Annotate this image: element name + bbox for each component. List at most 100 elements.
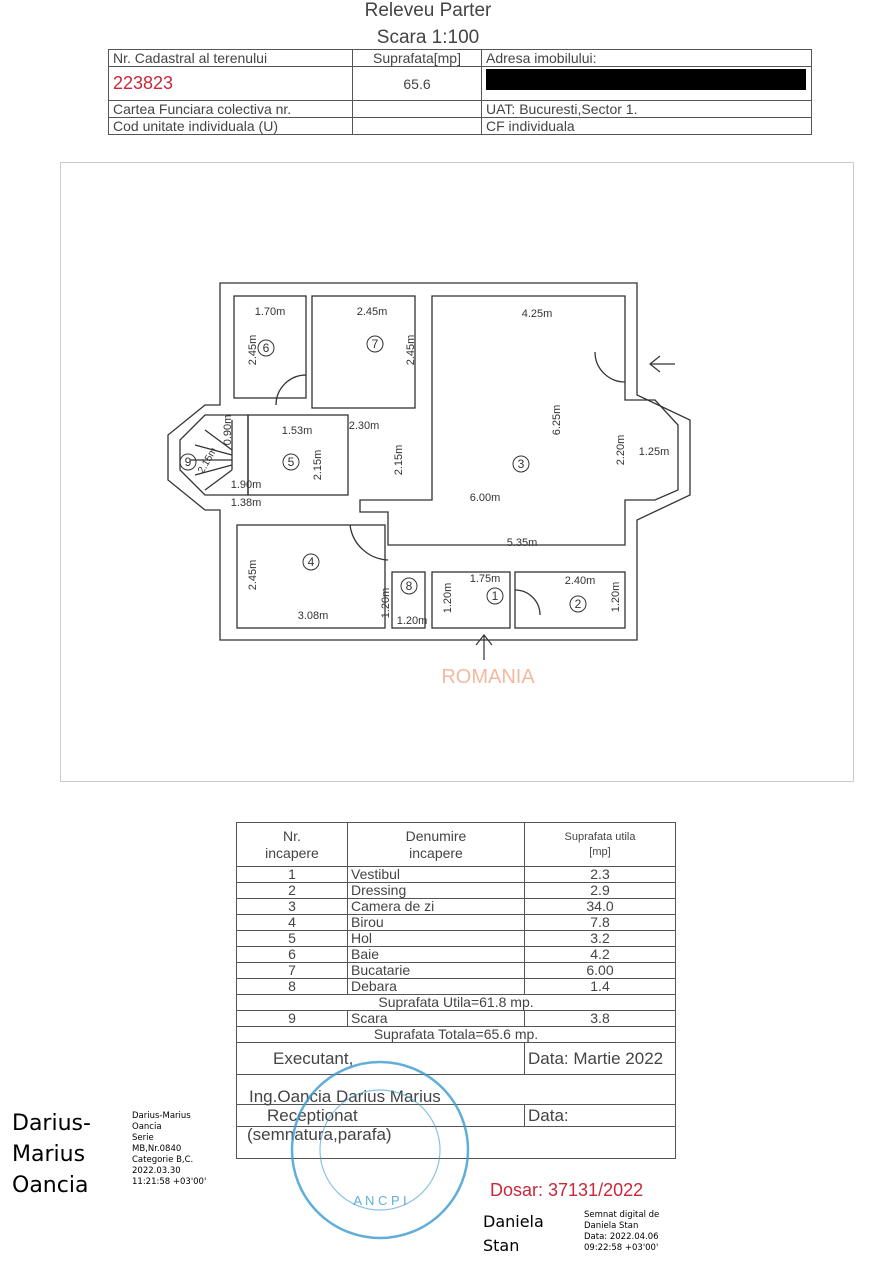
room-3-wall — [359, 295, 679, 546]
header-area: Suprafata utila — [564, 830, 636, 843]
sig2-detail: Semnat digital de — [584, 1210, 660, 1220]
door-arc — [594, 351, 626, 383]
signature-2-details: Semnat digital de Daniela Stan Data: 202… — [584, 1210, 659, 1254]
room-number: 2 — [575, 597, 582, 611]
room-nr: 2 — [236, 882, 348, 899]
room-7-wall — [311, 295, 416, 409]
outer-wall — [167, 282, 691, 641]
table-row: 9 Scara 3.8 — [236, 1010, 676, 1027]
sig1-detail: MB,Nr.0840 — [132, 1144, 182, 1154]
room-name: Baie — [347, 946, 525, 963]
svg-text:A N C P I: A N C P I — [353, 1193, 406, 1208]
room-area: 6.00 — [524, 962, 676, 979]
cf-colectiva-label: Cartea Funciara colectiva nr. — [108, 100, 353, 118]
cod-label: Cod unitate individuala (U) — [108, 117, 353, 135]
dim-label: 1.20m — [442, 583, 454, 614]
dim-label: 2.45m — [405, 335, 417, 366]
room-number: 6 — [263, 341, 270, 355]
room-area: 2.9 — [524, 882, 676, 899]
dim-label: 2.20m — [615, 435, 627, 466]
room-name: Hol — [347, 930, 525, 947]
dim-label: 1.38m — [231, 497, 262, 509]
total: Suprafata Totala=65.6 mp. — [236, 1026, 676, 1043]
dim-label: 1.53m — [282, 425, 313, 437]
signature-2-name: Daniela Stan — [483, 1210, 544, 1258]
room-4-wall — [236, 524, 386, 629]
dim-label: 6.25m — [551, 405, 563, 436]
room-area: 3.2 — [524, 930, 676, 947]
dim-label: 1.75m — [470, 573, 501, 585]
sig2-detail: Data: 2022.04.06 — [584, 1232, 659, 1242]
room-area: 34.0 — [524, 898, 676, 915]
dim-label: 1.20m — [397, 615, 428, 627]
dim-label: 2.15m — [196, 446, 219, 476]
cf-individuala: CF individuala — [481, 117, 812, 135]
redacted-address — [486, 69, 806, 90]
sig1-detail: Oancia — [132, 1122, 162, 1132]
header-nr: Nr. — [283, 827, 301, 844]
dim-label: 2.30m — [349, 420, 380, 432]
dim-label: 1.90m — [231, 479, 262, 491]
sig1-detail: Categorie B,C. — [132, 1155, 194, 1165]
signature-1-details: Darius-Marius Oancia Serie MB,Nr.0840 Ca… — [132, 1111, 206, 1188]
room-6-wall — [233, 295, 307, 399]
room-nr: 8 — [236, 978, 348, 995]
room-area: 4.2 — [524, 946, 676, 963]
room-number: 1 — [492, 589, 499, 603]
uat: UAT: Bucuresti,Sector 1. — [481, 100, 812, 118]
room-number: 4 — [308, 555, 315, 569]
room-8-wall — [391, 571, 426, 629]
room-number: 8 — [406, 579, 413, 593]
dim-label: 1.25m — [639, 446, 670, 458]
dim-label: 2.40m — [565, 575, 596, 587]
sig2-detail: 09:22:58 +03'00' — [584, 1243, 659, 1253]
room-name: Bucatarie — [347, 962, 525, 979]
dim-label: 1.20m — [380, 588, 392, 619]
room-name: Camera de zi — [347, 898, 525, 915]
dim-label: 4.25m — [522, 308, 553, 320]
door-arc — [275, 374, 307, 406]
area-label: Suprafata[mp] — [352, 49, 482, 67]
sig1-line: Marius — [12, 1142, 86, 1167]
dim-label: 2.15m — [312, 450, 324, 481]
room-nr: 3 — [236, 898, 348, 915]
room-name: Dressing — [347, 882, 525, 899]
sig1-detail: 2022.03.30 — [132, 1166, 181, 1176]
header-area-2: [mp] — [589, 845, 611, 858]
document-title: Releveu Parter — [364, 0, 492, 21]
room-name: Debara — [347, 978, 525, 995]
sig2-line: Stan — [483, 1236, 520, 1255]
entry-arrow-icon — [475, 634, 493, 660]
stair-treads — [190, 420, 233, 491]
data-executant: Data: Martie 2022 — [524, 1042, 676, 1075]
subtotal: Suprafata Utila=61.8 mp. — [236, 994, 676, 1011]
header-name-2: incapere — [409, 844, 463, 861]
room-2-wall — [514, 571, 626, 629]
room-area: 2.3 — [524, 866, 676, 883]
door-arc — [349, 524, 389, 561]
header-table: Nr. Cadastral al terenului Suprafata[mp]… — [108, 49, 812, 135]
dim-label: 1.20m — [610, 582, 622, 613]
door-arc — [514, 589, 541, 616]
room-number: 7 — [372, 337, 379, 351]
dim-label: 0.90m — [222, 415, 234, 446]
semnatura: (semnatura,parafa) — [236, 1126, 676, 1159]
sig1-line: Darius- — [12, 1111, 91, 1136]
dim-label: 2.45m — [247, 335, 259, 366]
room-nr: 7 — [236, 962, 348, 979]
watermark: ROMANIA — [441, 666, 535, 688]
header-nr-2: incapere — [265, 844, 319, 861]
area-value: 65.6 — [352, 66, 482, 101]
room-name: Vestibul — [347, 866, 525, 883]
document-scale: Scara 1:100 — [376, 27, 480, 48]
dosar-number: Dosar: 37131/2022 — [490, 1180, 644, 1200]
dim-label: 1.70m — [255, 306, 286, 318]
dim-label: 2.45m — [357, 306, 388, 318]
room-1-wall — [431, 571, 511, 629]
